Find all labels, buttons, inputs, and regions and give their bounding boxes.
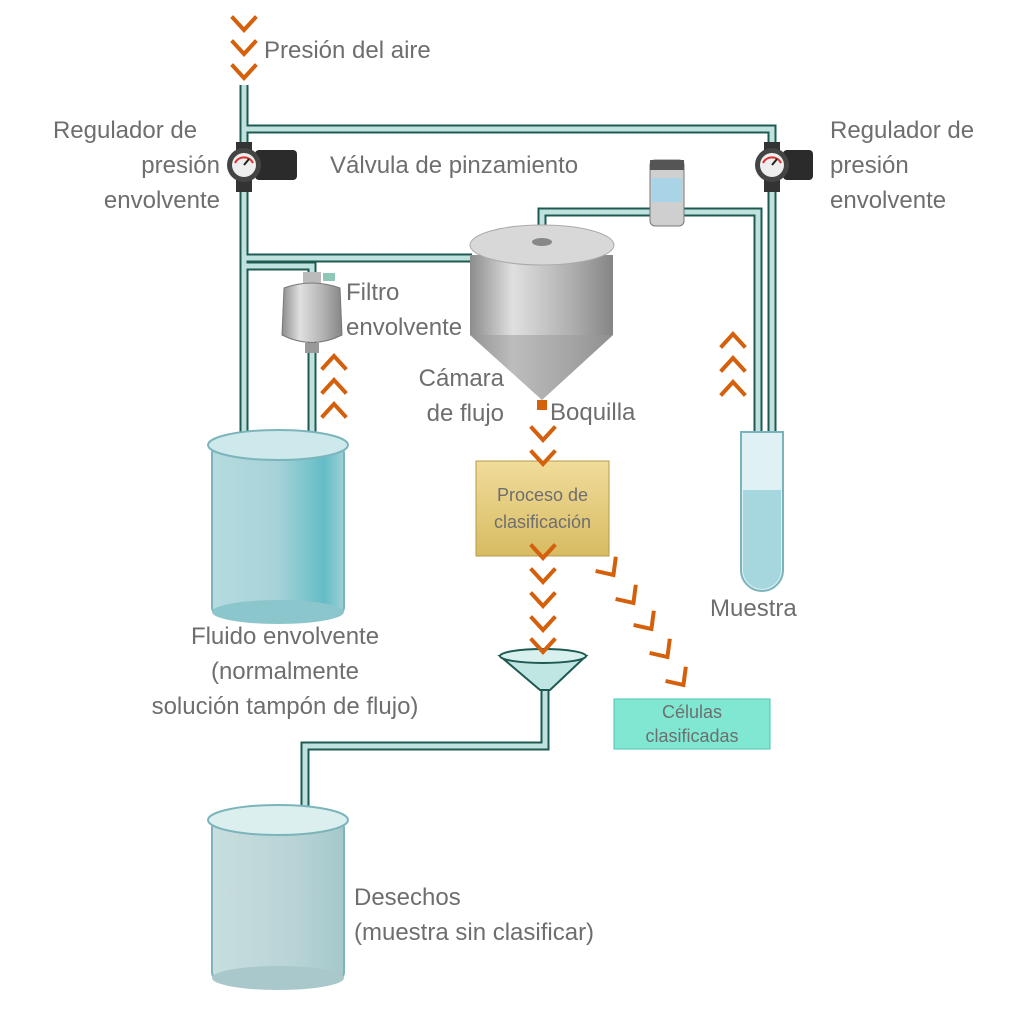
air-pressure-label: Presión del aire: [264, 37, 431, 64]
pinch-valve-icon: [649, 159, 685, 227]
chevron-up-icon: [719, 331, 747, 349]
chevron-down-icon: [230, 39, 258, 57]
label-line: envolvente: [346, 314, 463, 341]
label-line: de flujo: [426, 400, 504, 427]
sheath-fluid-label: Fluido envolvente (normalmente solución …: [100, 619, 470, 724]
chevron-down-icon: [595, 556, 618, 578]
chevron-down-icon: [230, 15, 258, 33]
chevron-down-icon: [665, 666, 688, 688]
chevron-down-icon: [529, 615, 557, 633]
sorted-cells-label: Células clasificadas: [614, 699, 770, 749]
chevron-down-icon: [615, 584, 638, 606]
chevron-up-icon: [320, 377, 348, 395]
label-line: envolvente: [830, 187, 947, 214]
chevron-down-icon: [529, 543, 557, 561]
chevron-up-icon: [320, 353, 348, 371]
chevron-down-icon: [529, 449, 557, 467]
sheath-fluid-tank-icon: [207, 429, 349, 624]
chevron-down-icon: [529, 425, 557, 443]
regulator-left-icon: [227, 142, 297, 192]
pinch-valve-label: Válvula de pinzamiento: [330, 152, 579, 179]
nozzle-label: Boquilla: [550, 399, 636, 426]
label-line: (muestra sin clasificar): [354, 919, 595, 946]
label-line: Cámara: [418, 365, 504, 392]
chevron-up-icon: [719, 355, 747, 373]
waste-tank-icon: [207, 804, 349, 990]
flow-chamber-icon: [469, 224, 615, 410]
label-line: presión: [141, 152, 220, 179]
label-line: clasificadas: [645, 726, 739, 746]
label-line: Regulador de: [52, 117, 198, 144]
label-line: Células: [661, 702, 722, 722]
sheath-filter-label: Filtro envolvente: [346, 275, 462, 345]
chevron-up-icon: [719, 379, 747, 397]
sample-label: Muestra: [710, 595, 797, 622]
label-line: Fluido envolvente: [190, 623, 380, 650]
label-line: Proceso de: [496, 484, 589, 505]
label-line: Regulador de: [830, 117, 975, 144]
chevron-down-icon: [529, 637, 557, 655]
waste-label: Desechos (muestra sin clasificar): [354, 880, 594, 950]
label-line: envolvente: [103, 187, 220, 214]
chevron-down-icon: [633, 610, 656, 632]
label-line: Desechos: [354, 884, 461, 911]
regulator-right-label: Regulador de presión envolvente: [830, 113, 974, 218]
sheath-filter-icon: [281, 272, 343, 353]
label-line: (normalmente: [210, 658, 360, 685]
label-line: clasificación: [493, 511, 592, 532]
chevron-down-icon: [529, 591, 557, 609]
chevron-down-icon: [230, 63, 258, 81]
regulator-right-icon: [755, 142, 813, 192]
nozzle-icon: [537, 400, 547, 410]
sample-tube-icon: [740, 431, 784, 592]
regulator-left-label: Regulador de presión envolvente: [30, 113, 220, 218]
funnel-icon: [497, 648, 589, 691]
chevron-down-icon: [529, 567, 557, 585]
chevron-up-icon: [320, 401, 348, 419]
flow-chamber-label: Cámara de flujo: [392, 361, 504, 431]
label-line: presión: [830, 152, 909, 179]
sorted-cells-box: [613, 698, 771, 750]
label-line: solución tampón de flujo): [151, 693, 419, 720]
chevron-down-icon: [649, 638, 672, 660]
sorting-process-label: Proceso de clasificación: [476, 461, 609, 556]
label-line: Filtro: [346, 279, 400, 306]
